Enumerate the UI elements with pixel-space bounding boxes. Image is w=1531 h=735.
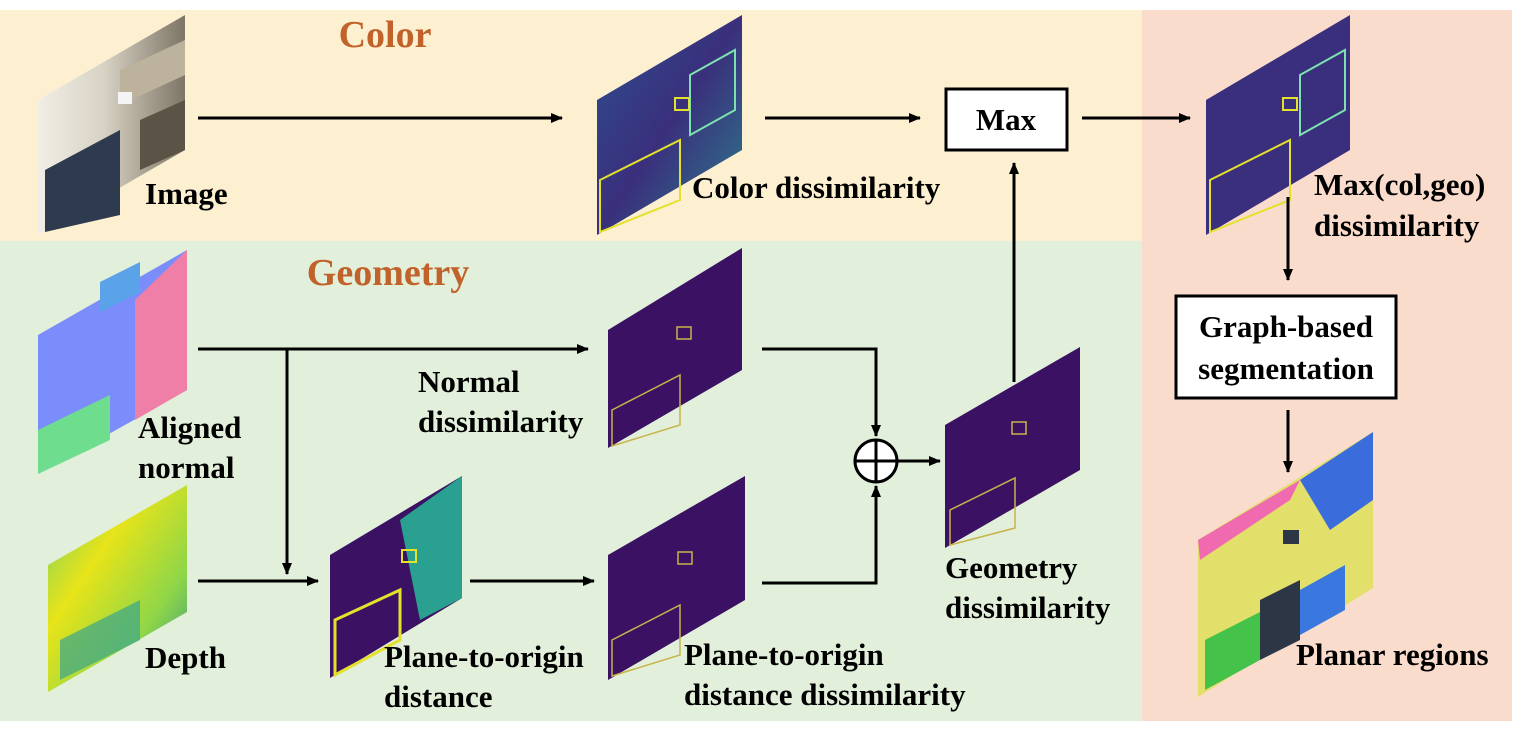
planar-regions-thumbnail bbox=[1198, 432, 1373, 697]
max-dissimilarity-label-1: Max(col,geo) bbox=[1314, 167, 1485, 202]
image-label: Image bbox=[145, 176, 228, 211]
max-box-label: Max bbox=[976, 102, 1037, 137]
color-dissimilarity-label: Color dissimilarity bbox=[692, 170, 941, 205]
aligned-normal-thumbnail bbox=[38, 250, 187, 474]
plane-distance-dissimilarity-thumbnail bbox=[608, 476, 745, 680]
normal-dissimilarity-label-1: Normal bbox=[418, 364, 520, 399]
arrow-normaldis-to-sum bbox=[762, 347, 881, 437]
normal-dissimilarity-label-2: dissimilarity bbox=[418, 404, 584, 439]
geometry-section-title: Geometry bbox=[307, 252, 469, 294]
arrow-planedis-to-sum bbox=[762, 485, 881, 585]
color-section-title: Color bbox=[339, 14, 432, 56]
depth-label: Depth bbox=[145, 640, 226, 675]
graph-segmentation-line1: Graph-based bbox=[1199, 309, 1373, 344]
input-image-thumbnail bbox=[38, 15, 185, 235]
max-dissimilarity-label-2: dissimilarity bbox=[1314, 208, 1480, 243]
plane-distance-dissimilarity-label-1: Plane-to-origin bbox=[684, 637, 884, 672]
graph-segmentation-box bbox=[1174, 294, 1398, 400]
plane-distance-thumbnail bbox=[330, 476, 462, 678]
color-dissimilarity-thumbnail bbox=[597, 15, 742, 235]
graph-segmentation-line2: segmentation bbox=[1198, 351, 1374, 386]
sum-operator-icon bbox=[853, 438, 899, 484]
geometry-dissimilarity-label-1: Geometry bbox=[945, 550, 1078, 585]
max-box bbox=[944, 87, 1069, 152]
depth-thumbnail bbox=[48, 485, 187, 692]
aligned-normal-label-2: normal bbox=[138, 450, 235, 485]
planar-regions-label: Planar regions bbox=[1296, 637, 1489, 672]
plane-distance-label-2: distance bbox=[384, 679, 493, 714]
normal-dissimilarity-thumbnail bbox=[608, 248, 742, 448]
geometry-dissimilarity-thumbnail bbox=[945, 347, 1080, 548]
aligned-normal-label-1: Aligned bbox=[138, 410, 241, 445]
plane-distance-label-1: Plane-to-origin bbox=[384, 639, 584, 674]
plane-distance-dissimilarity-label-2: distance dissimilarity bbox=[684, 677, 966, 712]
geometry-dissimilarity-label-2: dissimilarity bbox=[945, 590, 1111, 625]
max-dissimilarity-thumbnail bbox=[1206, 15, 1350, 235]
